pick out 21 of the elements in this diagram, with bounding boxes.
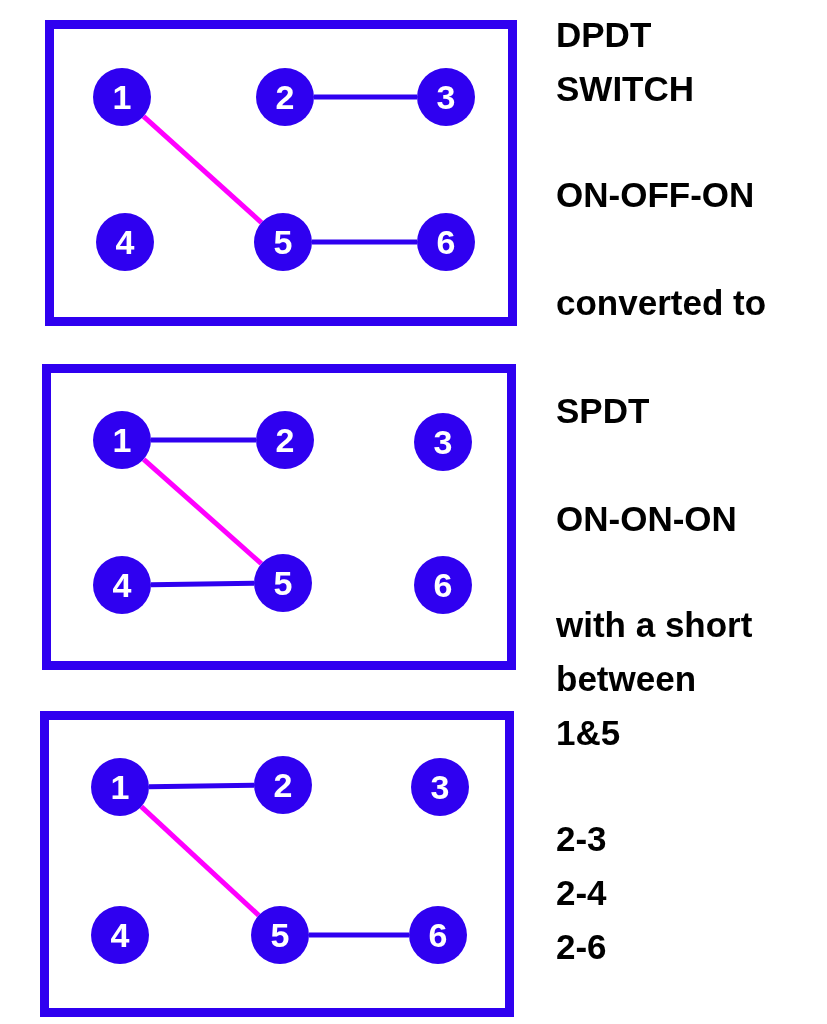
note-text: 2-4 [556, 872, 608, 914]
note-text: with a short between 1&5 [556, 604, 754, 754]
switch-body [42, 364, 516, 670]
note-text: converted to [556, 282, 768, 324]
note-text: 2-6 [556, 926, 608, 968]
wire-line [142, 457, 263, 566]
wire-line [141, 114, 264, 225]
note-text: ON-OFF-ON [556, 174, 756, 216]
wire-line [151, 437, 256, 443]
note-text: DPDT SWITCH [556, 14, 696, 110]
note-text: 2-3 [556, 818, 608, 860]
switch-body [45, 20, 517, 326]
wire-line [314, 94, 417, 100]
wire-line [309, 932, 409, 938]
note-text: ON-ON-ON [556, 498, 738, 540]
wire-line [139, 804, 261, 918]
wire-line [150, 580, 255, 588]
wire-line [148, 782, 255, 790]
switch-body [40, 711, 514, 1017]
wire-line [312, 239, 417, 245]
note-text: SPDT [556, 390, 651, 432]
